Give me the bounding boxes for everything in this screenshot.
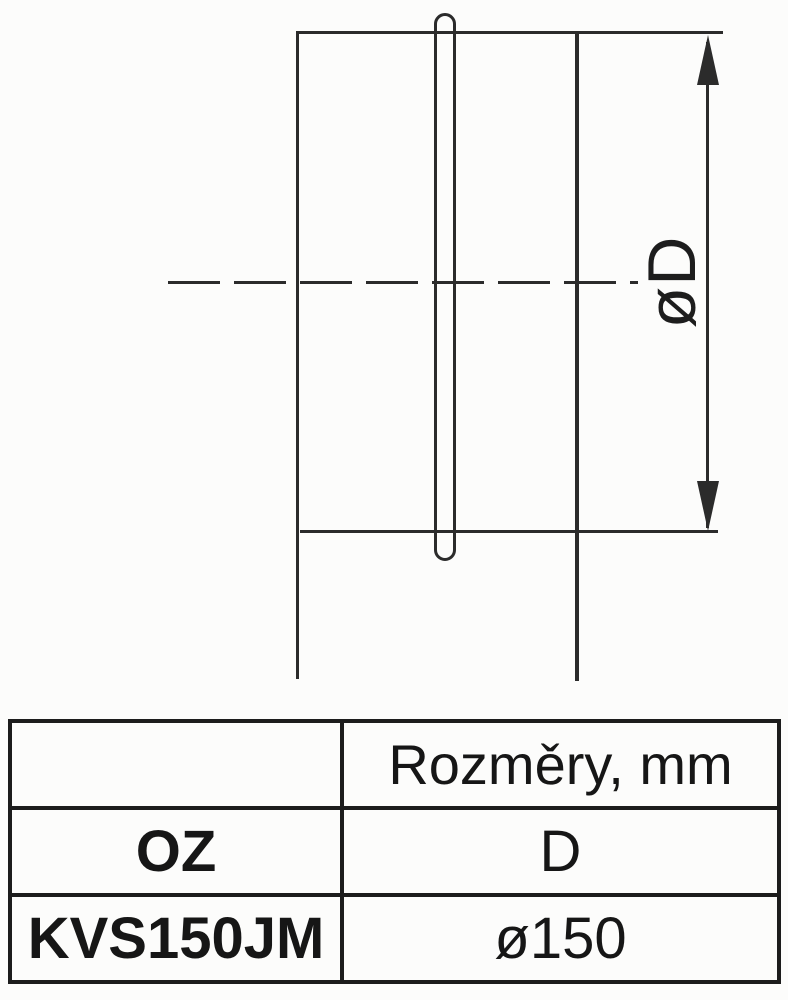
duct-left-wall-line <box>296 31 299 679</box>
table-header-row: Rozměry, mm <box>8 719 781 810</box>
duct-top-edge-line <box>297 31 723 34</box>
duct-right-wall-line <box>575 31 579 681</box>
header-dimensions-cell: Rozměry, mm <box>340 719 781 810</box>
table-row: KVS150JM ø150 <box>8 893 781 984</box>
diameter-value-cell: ø150 <box>340 893 781 984</box>
dimension-symbol-cell: D <box>340 806 781 897</box>
series-label-cell: OZ <box>8 806 344 897</box>
diameter-dimension-label: øD <box>634 235 710 329</box>
flange-gasket-outline <box>434 13 456 561</box>
table-row: OZ D <box>8 806 781 897</box>
duct-bottom-edge-line <box>300 530 718 533</box>
dimension-line <box>706 42 709 528</box>
arrow-up-icon <box>697 35 719 85</box>
dashed-centerline <box>168 281 638 284</box>
dimensions-table: Rozměry, mm OZ D KVS150JM ø150 <box>8 719 781 984</box>
arrow-down-icon <box>697 481 719 531</box>
model-code-cell: KVS150JM <box>8 893 344 984</box>
header-empty-cell <box>8 719 344 810</box>
